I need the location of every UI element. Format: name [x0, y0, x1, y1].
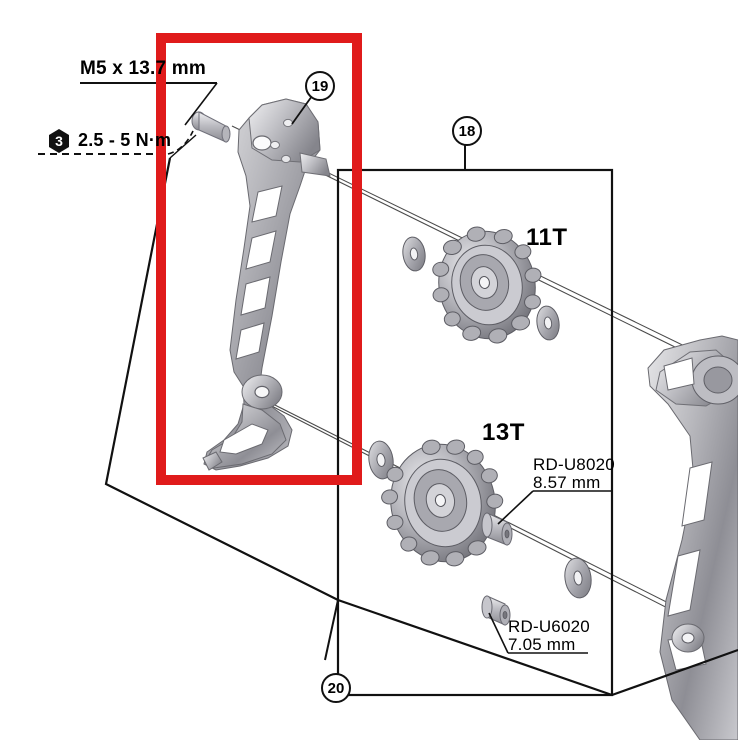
- pulley-11t: [432, 226, 542, 344]
- spacer-8020-size-label: 8.57 mm: [533, 473, 601, 492]
- spacer-6020-size-label: 7.05 mm: [508, 635, 576, 654]
- pulley-11t-assembly: [402, 226, 560, 344]
- spacer-6020-leader: [488, 612, 509, 654]
- pulley-11t-label: 11T: [526, 224, 568, 251]
- torque-value-label: 2.5 - 5 N·m: [78, 130, 172, 150]
- pulley-13t: [381, 439, 504, 567]
- pulley-13t-assembly: [368, 439, 592, 626]
- red-highlight-rectangle: [156, 33, 362, 485]
- spacer-6020-model-label: RD-U6020: [508, 617, 590, 636]
- callout-20-leader: [324, 599, 339, 661]
- spacer-8020-leader: [497, 490, 534, 525]
- outer-cage-plate: [647, 335, 738, 740]
- bolt-spec-label: M5 x 13.7 mm: [80, 58, 206, 79]
- pulley-13t-label: 13T: [482, 419, 525, 446]
- spacer-8020-model-label: RD-U8020: [533, 455, 615, 474]
- inner-cage-plate-part-19: [202, 98, 331, 471]
- washer-left-11t: [402, 236, 426, 272]
- washer-left-13t: [368, 440, 394, 480]
- washer-right-13t: [564, 557, 592, 599]
- spacer-rd-u6020: [481, 595, 511, 626]
- construction-line-a: [169, 134, 197, 159]
- washer-right-11t: [536, 305, 560, 341]
- torque-leader: [167, 130, 194, 155]
- callout-19-leader: [291, 95, 313, 125]
- torque-tool-hex-badge: 3: [48, 129, 70, 153]
- torque-tool-number: 3: [55, 133, 63, 149]
- callout-19: 19: [305, 71, 335, 101]
- callout-18: 18: [452, 116, 482, 146]
- group-18-outline: [336, 168, 614, 697]
- callout-20: 20: [321, 673, 351, 703]
- bolt-spec-leader: [184, 82, 218, 126]
- m5-bolt-part: [191, 111, 231, 143]
